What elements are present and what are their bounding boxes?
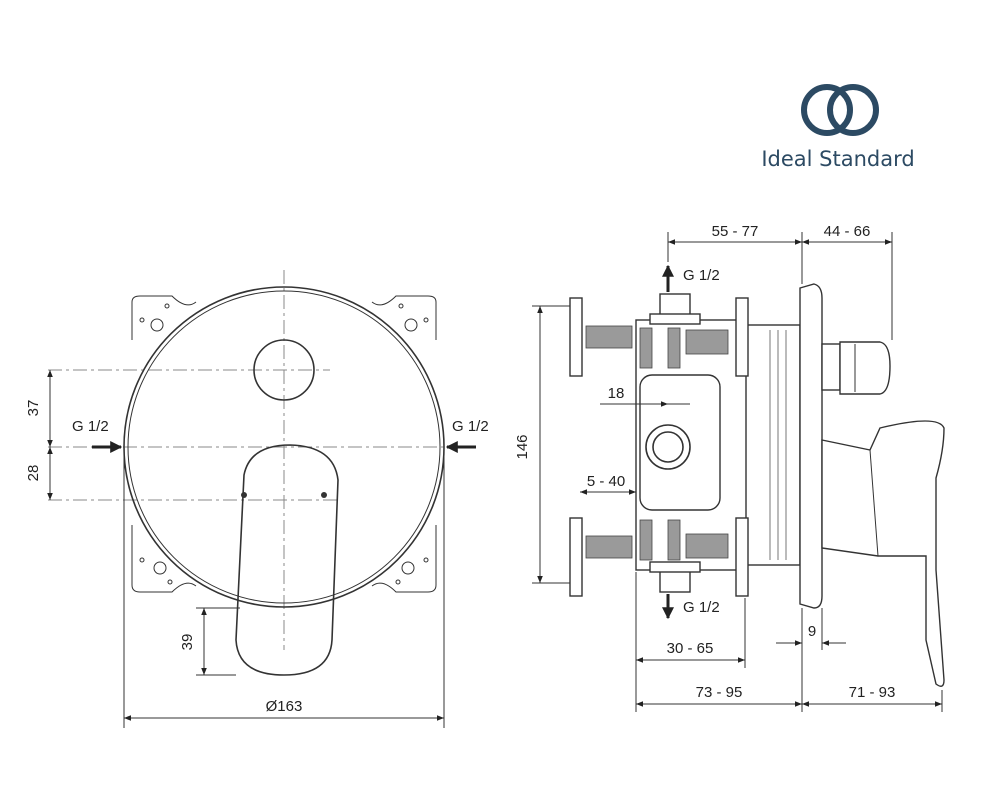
dim-body-depth: 55 - 77 xyxy=(712,223,759,240)
side-view: G 1/2 G 1/2 146 55 - 77 44 - 66 18 5 - 4… xyxy=(514,223,945,712)
inlet-port-inner xyxy=(652,431,684,463)
brand-logo: Ideal Standard xyxy=(761,84,915,171)
lever-handle xyxy=(235,444,339,676)
dim-mount-range: 30 - 65 xyxy=(667,640,714,657)
right-inlet-label: G 1/2 xyxy=(452,418,489,435)
dim-diameter: Ø163 xyxy=(266,698,303,715)
lever-mark-left xyxy=(241,492,247,498)
inlet-port-outer xyxy=(645,424,691,470)
dim-plate: 9 xyxy=(808,623,816,640)
lever-side-profile xyxy=(821,420,945,687)
finishing-plate xyxy=(799,283,823,609)
left-inlet-label: G 1/2 xyxy=(72,418,109,435)
dim-height: 146 xyxy=(514,434,531,459)
diverter-knob xyxy=(253,339,315,401)
spout-outlet xyxy=(839,341,891,395)
stop-valve-bottom-flange xyxy=(569,517,583,597)
mounting-lug-top-right xyxy=(371,295,437,340)
dim-lever-bottom: 39 xyxy=(179,634,196,651)
mounting-lug-bottom-right xyxy=(371,525,437,593)
top-outlet-nut xyxy=(659,293,691,317)
dim-inlet-offset: 18 xyxy=(608,385,625,402)
top-outlet-label: G 1/2 xyxy=(683,267,720,284)
lever-mark-right xyxy=(321,492,327,498)
spout-collar xyxy=(821,343,841,391)
mounting-lug-bottom-left xyxy=(131,525,197,593)
inlet-window xyxy=(639,374,721,511)
dim-stop-range: 5 - 40 xyxy=(587,473,625,490)
bottom-outlet-label: G 1/2 xyxy=(683,599,720,616)
dim-lever-depth: 71 - 93 xyxy=(849,684,896,701)
brand-name: Ideal Standard xyxy=(761,147,914,171)
bottom-outlet-nut xyxy=(659,569,691,593)
brand-rings-icon xyxy=(801,84,879,136)
wall-box-body xyxy=(744,324,801,566)
stop-valve-top-flange xyxy=(569,297,583,377)
dim-spout-reach: 44 - 66 xyxy=(824,223,871,240)
mounting-lug-top-left xyxy=(131,295,197,340)
dim-box-depth: 73 - 95 xyxy=(696,684,743,701)
dim-center-to-lever: 28 xyxy=(25,465,42,482)
front-view: G 1/2 G 1/2 37 28 39 Ø163 xyxy=(25,270,489,728)
dim-top-to-center: 37 xyxy=(25,400,42,417)
